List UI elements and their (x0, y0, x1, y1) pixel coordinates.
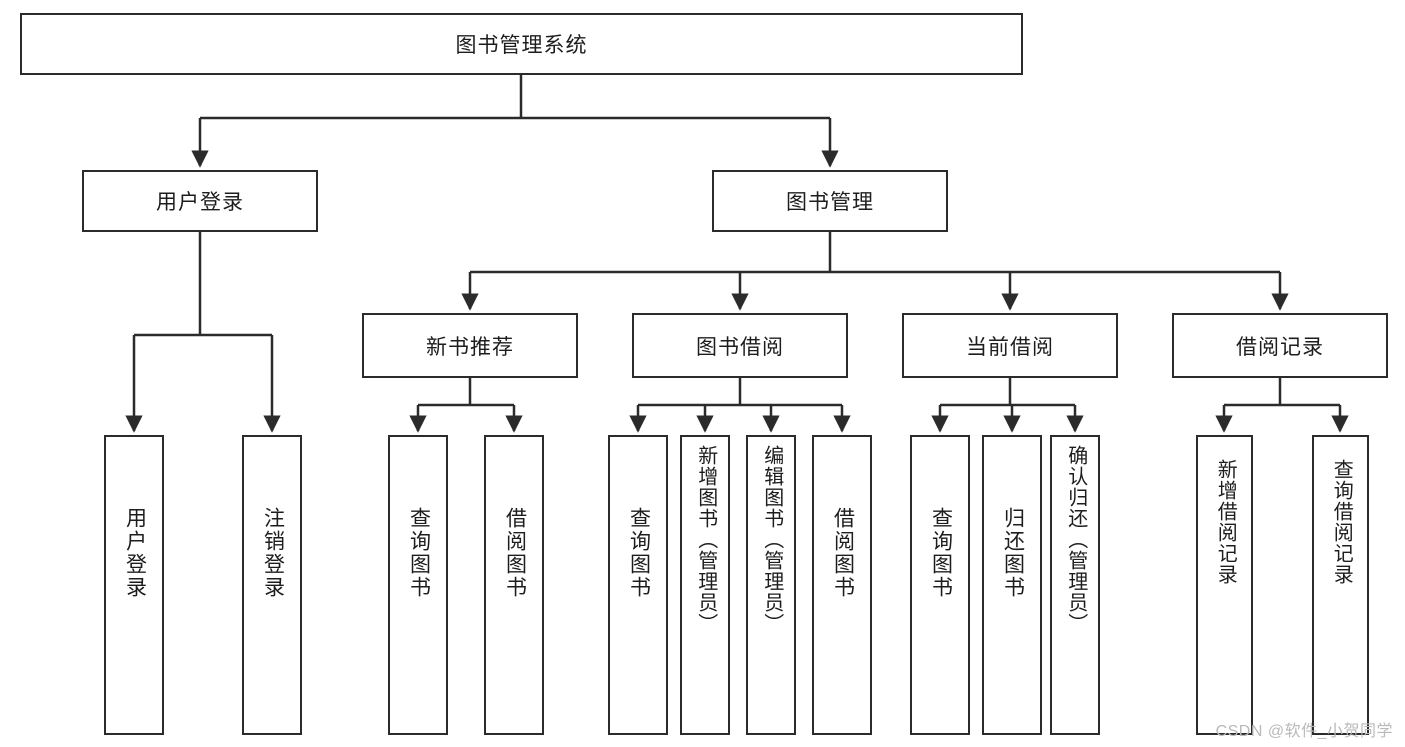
node-leaf-confirm-return[interactable]: 确认归还（管理员） (1050, 435, 1100, 735)
node-borrow-record-label: 借阅记录 (1236, 335, 1324, 359)
node-current-borrow[interactable]: 当前借阅 (902, 313, 1118, 378)
node-book-manage-label: 图书管理 (786, 191, 874, 214)
node-leaf-user-login[interactable]: 用户登录 (104, 435, 164, 735)
node-user-login-label: 用户登录 (156, 191, 244, 214)
node-leaf-confirm-return-label: 确认归还（管理员） (1064, 445, 1087, 634)
node-leaf-borrow-book-2[interactable]: 借阅图书 (812, 435, 872, 735)
node-leaf-user-login-label: 用户登录 (123, 507, 147, 599)
node-new-book-recommend-label: 新书推荐 (426, 335, 514, 359)
node-leaf-add-record-label: 新增借阅记录 (1214, 459, 1237, 585)
node-leaf-return-book-label: 归还图书 (1001, 507, 1025, 599)
node-leaf-query-book-3[interactable]: 查询图书 (910, 435, 970, 735)
node-new-book-recommend[interactable]: 新书推荐 (362, 313, 578, 378)
node-leaf-query-book-3-label: 查询图书 (929, 507, 953, 599)
node-leaf-borrow-book-2-label: 借阅图书 (831, 507, 855, 599)
node-leaf-query-record[interactable]: 查询借阅记录 (1312, 435, 1369, 735)
node-book-manage[interactable]: 图书管理 (712, 170, 948, 232)
node-root[interactable]: 图书管理系统 (20, 13, 1023, 75)
node-leaf-add-record[interactable]: 新增借阅记录 (1196, 435, 1253, 735)
node-book-borrow[interactable]: 图书借阅 (632, 313, 848, 378)
node-leaf-add-book-label: 新增图书（管理员） (694, 445, 717, 634)
node-root-label: 图书管理系统 (455, 34, 588, 57)
node-leaf-borrow-book-1[interactable]: 借阅图书 (484, 435, 544, 735)
node-leaf-query-record-label: 查询借阅记录 (1330, 459, 1353, 585)
node-leaf-query-book-2[interactable]: 查询图书 (608, 435, 668, 735)
node-leaf-query-book-1-label: 查询图书 (407, 507, 431, 599)
node-user-login[interactable]: 用户登录 (82, 170, 318, 232)
csdn-watermark: CSDN @软件_小贺同学 (1215, 723, 1393, 740)
node-leaf-edit-book-label: 编辑图书（管理员） (760, 445, 783, 634)
node-leaf-query-book-2-label: 查询图书 (627, 507, 651, 599)
node-leaf-return-book[interactable]: 归还图书 (982, 435, 1042, 735)
node-leaf-borrow-book-1-label: 借阅图书 (503, 507, 527, 599)
node-current-borrow-label: 当前借阅 (966, 335, 1054, 359)
node-leaf-add-book[interactable]: 新增图书（管理员） (680, 435, 730, 735)
node-leaf-query-book-1[interactable]: 查询图书 (388, 435, 448, 735)
node-leaf-edit-book[interactable]: 编辑图书（管理员） (746, 435, 796, 735)
node-borrow-record[interactable]: 借阅记录 (1172, 313, 1388, 378)
node-book-borrow-label: 图书借阅 (696, 335, 784, 359)
node-leaf-logout-label: 注销登录 (261, 507, 285, 599)
node-leaf-logout[interactable]: 注销登录 (242, 435, 302, 735)
